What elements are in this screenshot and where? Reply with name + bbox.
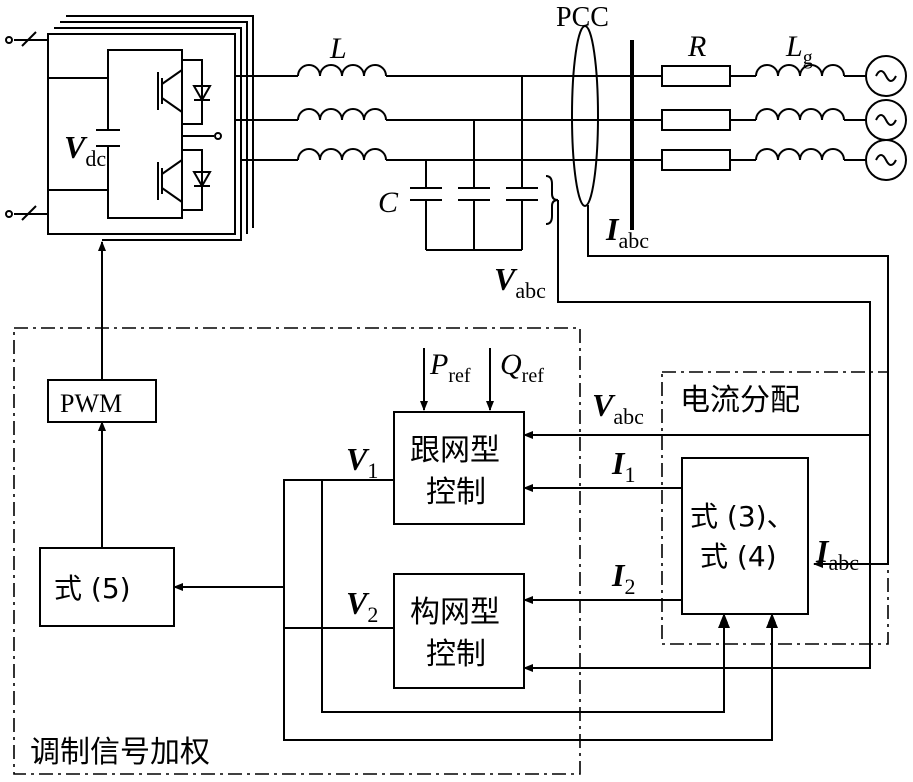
label-vabc-top: Vabc (494, 261, 546, 303)
capacitor-bank (410, 76, 538, 251)
label-i1: I1 (611, 445, 635, 487)
label-weighting: 调制信号加权 (30, 735, 210, 770)
inductor-Lg-c (755, 148, 845, 161)
label-iabc-top: Iabc (605, 211, 649, 253)
label-pwm: PWM (60, 389, 122, 418)
inductor-L-b (297, 108, 387, 121)
label-vdc: Vdc (64, 129, 106, 171)
pwm-block (47, 379, 157, 423)
label-Lg: Lg (785, 30, 813, 69)
gfm-label-line1: 构网型 (410, 595, 500, 630)
label-R: R (687, 30, 706, 63)
label-iabc-right: Iabc (815, 533, 859, 575)
label-pref: Pref (429, 348, 471, 387)
gfm-label-line2: 控制 (426, 637, 486, 672)
inverter-block (47, 15, 254, 241)
inductor-Lg-b (755, 108, 845, 121)
eq34-label-line1: 式 (3)、 (690, 500, 795, 533)
label-vabc-mid: Vabc (592, 387, 644, 429)
gfm-control-block (393, 573, 525, 689)
gfl-label-line2: 控制 (426, 475, 486, 510)
gfl-label-line1: 跟网型 (410, 433, 500, 468)
inductor-Lg-a (755, 64, 845, 77)
gfl-control-block (393, 411, 525, 525)
inductor-L-a (297, 64, 387, 77)
label-qref: Qref (500, 348, 544, 387)
current-alloc-region (661, 371, 889, 645)
inductor-L-c (297, 148, 387, 161)
label-v2: V2 (346, 585, 378, 627)
grid-sources (865, 55, 907, 181)
label-C: C (378, 186, 399, 219)
eq5-label: 式 (5) (54, 572, 131, 605)
label-i2: I2 (611, 557, 635, 599)
label-current-alloc: 电流分配 (680, 383, 800, 418)
label-v1: V1 (346, 441, 378, 483)
pcc-ct-ellipse (571, 25, 599, 207)
eq34-label-line2: 式 (4) (700, 540, 777, 573)
label-L: L (329, 32, 347, 65)
weighting-region (13, 327, 581, 775)
label-pcc: PCC (556, 2, 609, 33)
eq34-block (681, 457, 809, 615)
